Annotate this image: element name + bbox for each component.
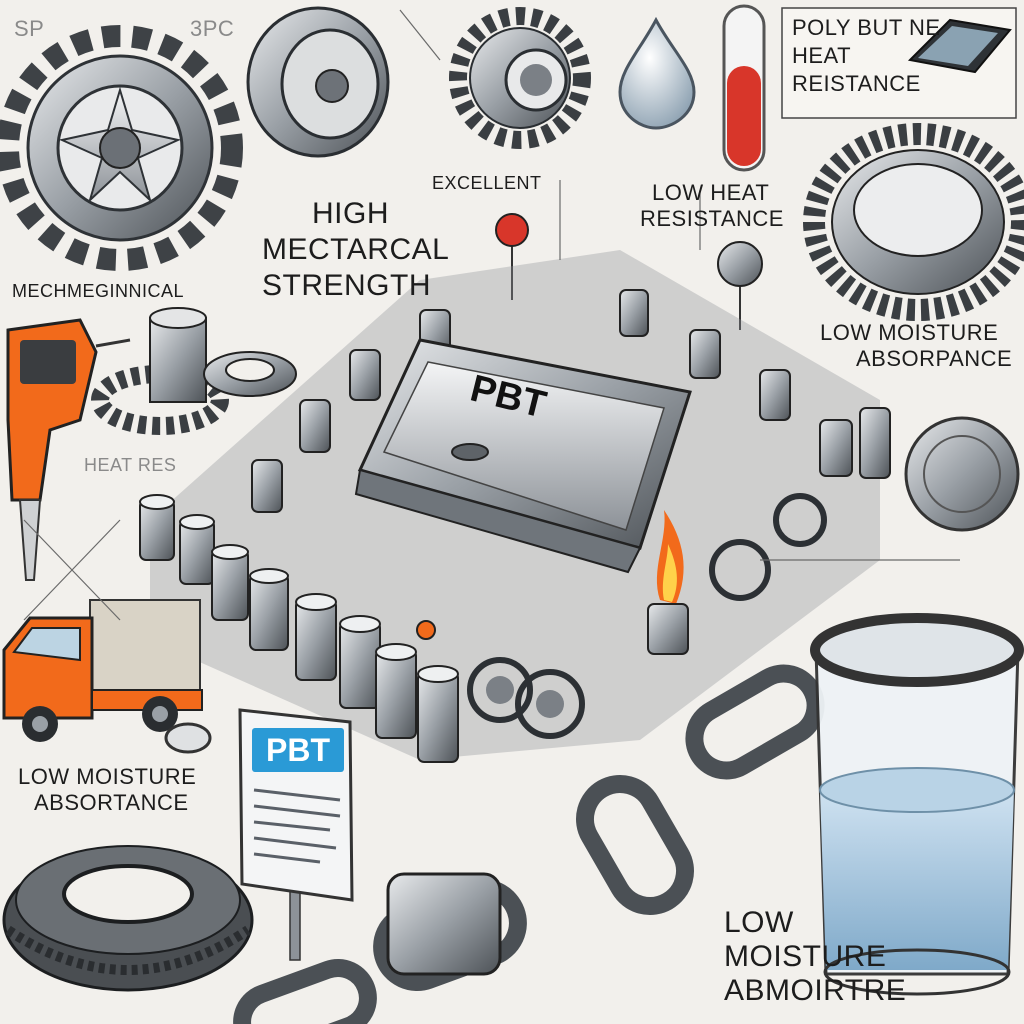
low-moisture-bottom-line-3: ABMOIRTRE (724, 974, 907, 1007)
truck-icon (2, 599, 203, 742)
high-mech-heading: HIGH MECTARCAL STRENGTH (262, 196, 449, 304)
drill-gun-icon (6, 318, 131, 581)
high-mech-line-2: MECTARCAL (262, 233, 450, 266)
tire-icon (2, 845, 254, 992)
excellent-label: EXCELLENT (432, 173, 542, 193)
nut-washer-icon (91, 307, 297, 435)
poly-box-line-2: HEAT (792, 43, 852, 68)
flame-icon (647, 510, 689, 655)
metal-ball-icon (717, 241, 763, 330)
low-moisture-bottom-line-1: LOW (724, 906, 794, 939)
mech-left-label: MECHMEGINNICAL (12, 281, 185, 301)
disc-icon (904, 416, 1020, 532)
low-moisture-left-label: LOW MOISTURE ABSORTANCE (18, 764, 196, 816)
sign-pbt-text: PBT (252, 728, 344, 772)
ring-gear-icon (803, 123, 1024, 321)
droplet-icon (618, 16, 696, 130)
wheel-icon (246, 6, 390, 158)
poly-box-label: POLY BUT NE HEAT REISTANCE (792, 14, 941, 98)
low-moisture-bottom-line-2: MOISTURE (724, 940, 887, 973)
pbt-block (354, 338, 692, 574)
poly-box-line-3: REISTANCE (792, 71, 921, 96)
low-moisture-left-line-1: LOW MOISTURE (18, 764, 197, 789)
low-moisture-left-line-2: ABSORTANCE (34, 790, 189, 815)
red-pin-icon (495, 213, 529, 300)
low-moisture-right-line-2: ABSORPANCE (856, 346, 1013, 371)
low-moisture-right-label: LOW MOISTURE ABSORPANCE (820, 320, 1012, 372)
sketch-lines (23, 9, 960, 621)
plate-icon (907, 18, 1012, 74)
low-moisture-bottom-label: LOW MOISTURE ABMOIRTRE (724, 906, 906, 1008)
heat-res-faint-label: HEAT RES (84, 455, 177, 475)
low-heat-label: LOW HEAT RESISTANCE (640, 180, 784, 232)
low-heat-line-2: RESISTANCE (640, 206, 784, 231)
corner-label-sp: SP (14, 16, 45, 41)
water-cylinder-icon (810, 613, 1024, 996)
corner-label-3pc: 3PC (190, 16, 235, 41)
high-mech-line-3: STRENGTH (262, 269, 431, 302)
high-mech-line-1: HIGH (312, 197, 389, 230)
padlock-icon (386, 872, 502, 976)
test-tube-icon (722, 4, 766, 172)
poly-box-line-1: POLY BUT NE (792, 15, 941, 40)
washer-icon (164, 722, 212, 754)
gear-icon (0, 25, 243, 271)
low-moisture-right-line-1: LOW MOISTURE (820, 320, 999, 345)
bearing-gear-icon (449, 7, 591, 149)
low-heat-line-1: LOW HEAT (652, 180, 770, 205)
